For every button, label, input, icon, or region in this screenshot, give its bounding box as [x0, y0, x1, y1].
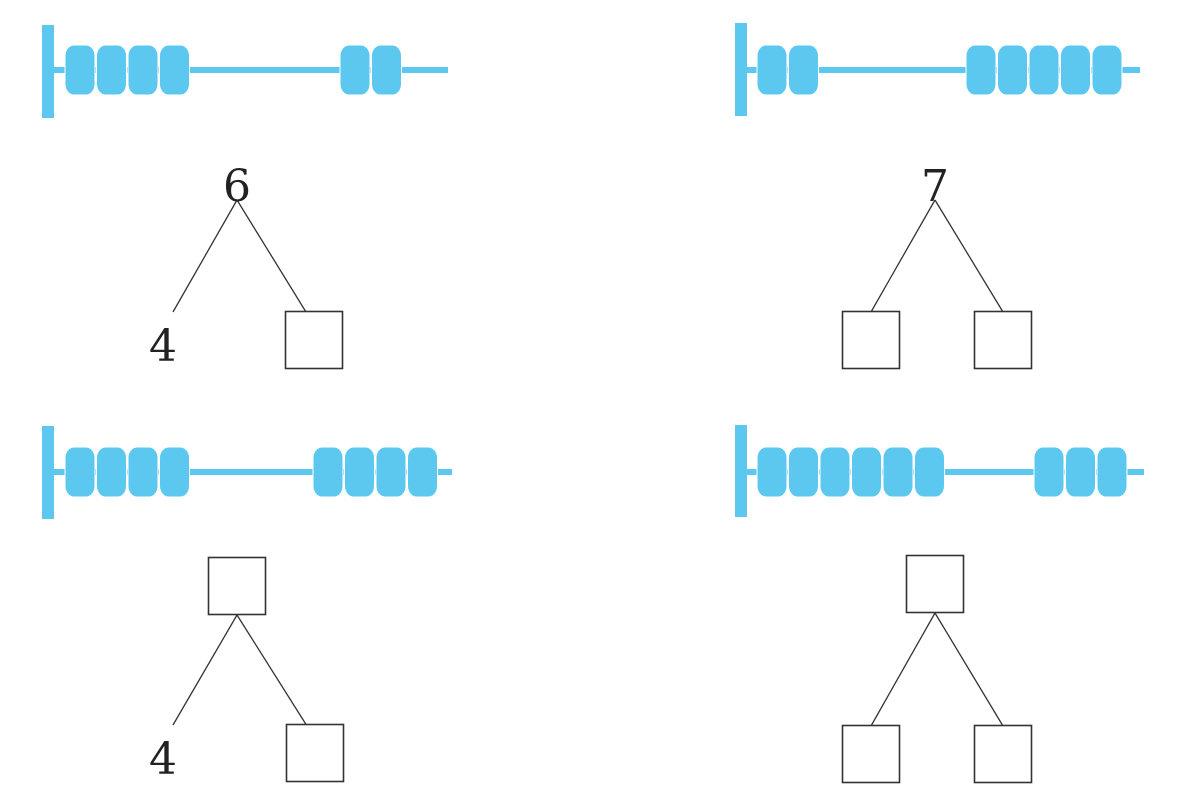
bead-right [407, 446, 438, 498]
bead-right [1060, 44, 1091, 96]
abacus-rod [52, 67, 448, 73]
number-bond: 7 [841, 161, 1033, 370]
bead-right [1091, 44, 1123, 96]
bead-left [851, 446, 882, 498]
problem-top-left: 64 [42, 25, 448, 372]
bead-right [1028, 44, 1060, 96]
part-right-answer-box[interactable] [973, 724, 1033, 784]
abacus [42, 25, 448, 118]
abacus [735, 23, 1140, 116]
bond-line-left [870, 199, 936, 313]
bead-left [96, 44, 127, 96]
bond-line-right [934, 612, 1004, 727]
bead-left [788, 44, 819, 96]
bead-left [127, 446, 159, 498]
problem-top-right: 7 [735, 23, 1140, 370]
bead-right [1065, 446, 1096, 498]
bead-right [344, 446, 375, 498]
bead-left [159, 44, 190, 96]
abacus-rod [745, 67, 1140, 73]
bead-left [127, 44, 159, 96]
bead-right [375, 446, 407, 498]
part-left-answer-box[interactable] [841, 310, 901, 370]
bead-left [788, 446, 819, 498]
bead-left [882, 446, 914, 498]
bead-left [819, 446, 851, 498]
bond-line-right [934, 199, 1004, 313]
whole-number: 6 [223, 161, 251, 212]
part-left-number: 4 [149, 321, 177, 372]
abacus-frame [42, 426, 54, 519]
bead-left [756, 44, 788, 96]
whole-number: 7 [921, 161, 949, 212]
abacus-rod [52, 469, 452, 475]
part-left-answer-box[interactable] [841, 724, 901, 784]
bead-right [371, 44, 402, 96]
abacus-frame [735, 23, 747, 116]
bead-right [339, 44, 371, 96]
abacus-frame [735, 425, 747, 517]
abacus [42, 426, 452, 519]
bond-line-right [236, 614, 308, 727]
bead-left [64, 44, 96, 96]
bead-left [914, 446, 945, 498]
bead-right [997, 44, 1028, 96]
bead-left [96, 446, 127, 498]
whole-answer-box[interactable] [905, 554, 965, 614]
number-bond: 64 [149, 161, 344, 372]
part-left-number: 4 [149, 734, 177, 785]
whole-answer-box[interactable] [207, 556, 267, 616]
bond-line-left [172, 614, 238, 726]
bead-left [159, 446, 190, 498]
problem-bottom-right [735, 425, 1144, 784]
bead-right [1033, 446, 1065, 498]
problem-bottom-left: 4 [42, 426, 452, 785]
part-right-answer-box[interactable] [285, 723, 345, 783]
bond-line-left [172, 199, 238, 313]
abacus [735, 425, 1144, 517]
bead-right [1096, 446, 1128, 498]
number-bond [841, 554, 1033, 784]
bead-left [64, 446, 96, 498]
bead-right [312, 446, 344, 498]
abacus-frame [42, 25, 54, 118]
part-right-answer-box[interactable] [973, 310, 1033, 370]
part-right-answer-box[interactable] [284, 310, 344, 370]
bead-left [756, 446, 788, 498]
bond-line-left [870, 612, 936, 727]
number-bond: 4 [149, 556, 345, 785]
bead-right [965, 44, 997, 96]
bond-line-right [236, 199, 307, 313]
